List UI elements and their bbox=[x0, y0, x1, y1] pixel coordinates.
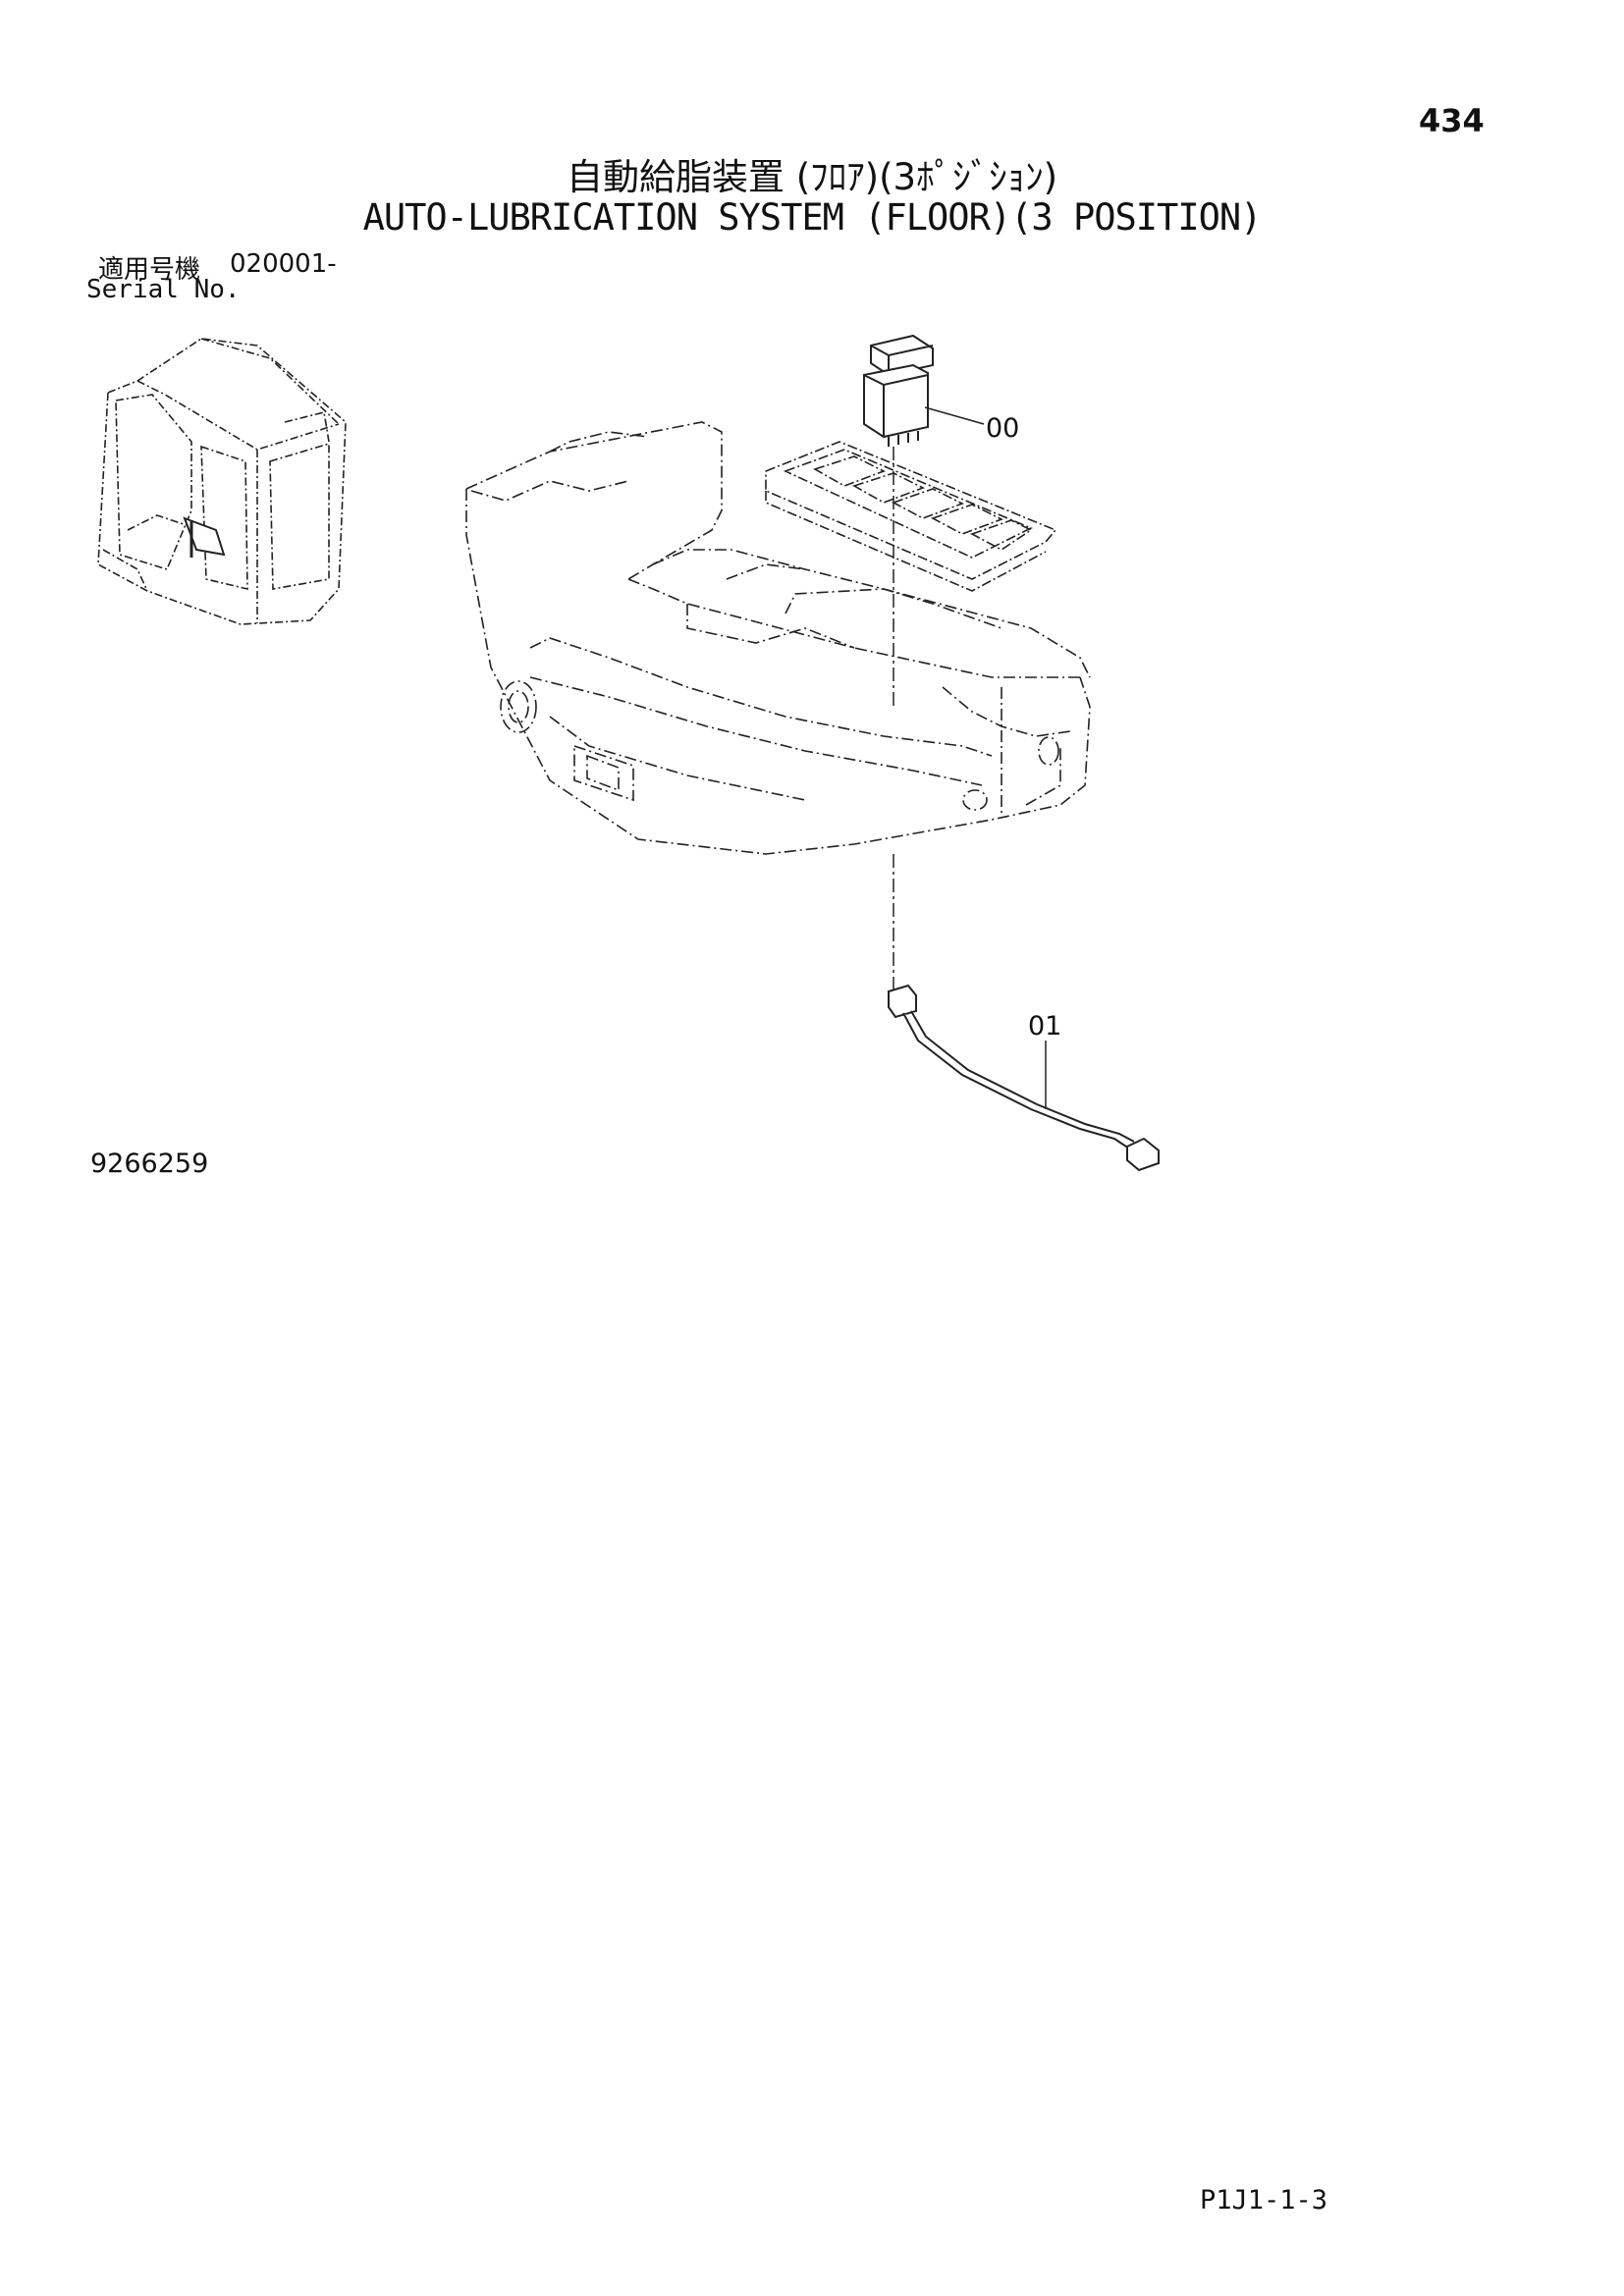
callout-00: 00 bbox=[986, 413, 1019, 444]
title-japanese: 自動給脂装置 (ﾌﾛｱ)(3ﾎﾟｼﾞｼｮﾝ) bbox=[566, 156, 1058, 198]
switch-panel bbox=[765, 441, 1057, 592]
leader-line-00 bbox=[924, 406, 985, 425]
serial-label-japanese: 適用号機 bbox=[98, 255, 201, 285]
page-number: 434 bbox=[1419, 102, 1485, 139]
switch-part-00 bbox=[863, 334, 934, 447]
drawing-number: 9266259 bbox=[90, 1148, 209, 1179]
harness-part-01 bbox=[888, 984, 1160, 1172]
serial-number-value: 020001- bbox=[230, 249, 337, 279]
title-english: AUTO-LUBRICATION SYSTEM (FLOOR)(3 POSITI… bbox=[362, 196, 1263, 239]
console-body bbox=[465, 421, 1091, 855]
callout-01: 01 bbox=[1028, 1011, 1061, 1041]
serial-label-english: Serial No. bbox=[86, 275, 241, 304]
page-reference: P1J1-1-3 bbox=[1200, 2185, 1328, 2216]
cab-location-marker bbox=[183, 516, 226, 558]
cab-overview-illustration bbox=[97, 338, 347, 625]
